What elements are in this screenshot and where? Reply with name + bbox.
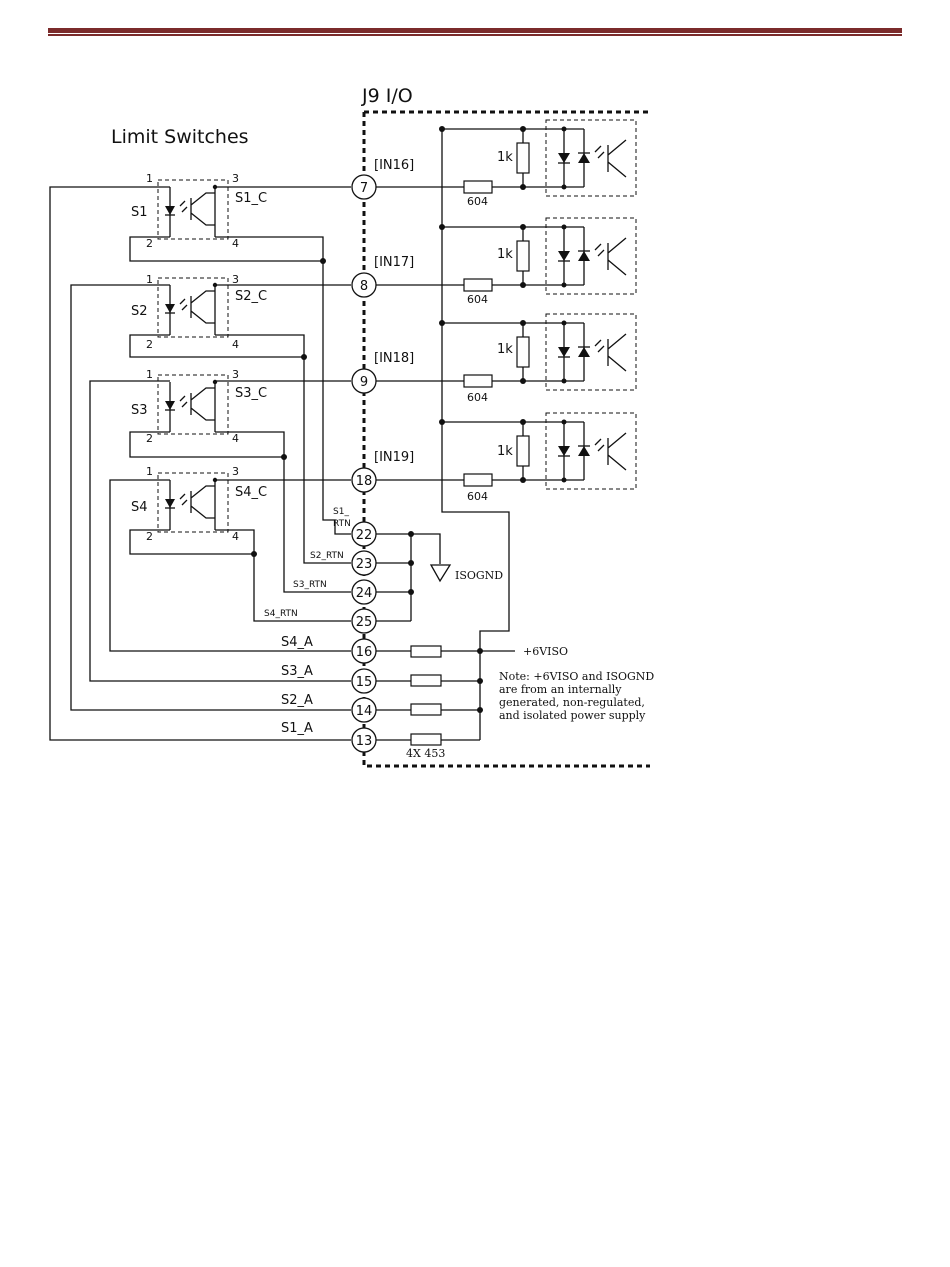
svg-text:1: 1 (146, 273, 153, 286)
svg-text:13: 13 (356, 734, 373, 749)
note-line-3: generated, non-regulated, (499, 696, 645, 709)
series-label: 604 (467, 490, 488, 503)
switch-name: S1 (131, 205, 148, 220)
switch-s3: 1 3 2 4 S3 S3_C (131, 368, 267, 445)
svg-text:4: 4 (232, 432, 239, 445)
input-tag: [IN16] (374, 158, 414, 173)
svg-text:1: 1 (146, 465, 153, 478)
pullup-label: 1k (497, 342, 513, 357)
pin-22: 22 (351, 521, 377, 547)
svg-text:7: 7 (360, 181, 368, 196)
pin-8: 8 (351, 272, 377, 298)
resistor-array-label: 4X 453 (406, 747, 445, 760)
svg-text:14: 14 (356, 704, 373, 719)
note-line-1: Note: +6VISO and ISOGND (499, 670, 654, 683)
series-label: 604 (467, 195, 488, 208)
switch-collector-label: S4_C (235, 485, 267, 500)
series-label: 604 (467, 391, 488, 404)
input-circuit-in19: [IN19] 1k 604 (374, 412, 637, 503)
svg-text:24: 24 (356, 586, 373, 601)
anode-label-s3: S3_A (281, 664, 313, 679)
svg-text:2: 2 (146, 530, 153, 543)
switch-name: S4 (131, 500, 148, 515)
pin-24: 24 (351, 579, 377, 605)
return-label-s4: S4_RTN (264, 609, 298, 619)
svg-text:15: 15 (356, 675, 373, 690)
svg-text:2: 2 (146, 338, 153, 351)
svg-text:3: 3 (232, 172, 239, 185)
header-rule-thick (48, 28, 902, 33)
pin-15: 15 (351, 668, 377, 694)
svg-text:2: 2 (146, 237, 153, 250)
return-label-s2: S2_RTN (310, 551, 344, 561)
svg-text:2: 2 (146, 432, 153, 445)
svg-text:3: 3 (232, 273, 239, 286)
pullup-label: 1k (497, 444, 513, 459)
input-tag: [IN17] (374, 255, 414, 270)
pin-7: 7 (351, 174, 377, 200)
pullup-label: 1k (497, 150, 513, 165)
svg-text:4: 4 (232, 338, 239, 351)
switch-s4: 1 3 2 4 S4 S4_C (131, 465, 267, 543)
connector-boundary (362, 110, 650, 768)
ground-symbol (429, 564, 452, 583)
pin-16: 16 (351, 638, 377, 664)
svg-text:4: 4 (232, 530, 239, 543)
anode-label-s1: S1_A (281, 721, 313, 736)
header-rule-thin (48, 34, 902, 36)
ground-label: ISOGND (455, 569, 503, 582)
pin-25: 25 (351, 608, 377, 634)
input-tag: [IN19] (374, 450, 414, 465)
svg-text:8: 8 (360, 279, 368, 294)
anode-label-s2: S2_A (281, 693, 313, 708)
pin-23: 23 (351, 550, 377, 576)
svg-text:22: 22 (356, 528, 373, 543)
input-circuit-in17: [IN17] 1k 604 (374, 217, 637, 306)
switch-name: S3 (131, 403, 148, 418)
return-label-s1-line2: RTN (333, 519, 351, 529)
switch-name: S2 (131, 304, 148, 319)
switch-s2: 1 3 2 4 S2 S2_C (131, 273, 267, 351)
svg-text:25: 25 (356, 615, 373, 630)
section-title: Limit Switches (111, 126, 249, 148)
pullup-label: 1k (497, 247, 513, 262)
switch-collector-label: S2_C (235, 289, 267, 304)
connector-title: J9 I/O (361, 85, 413, 107)
svg-text:4: 4 (232, 237, 239, 250)
input-tag: [IN18] (374, 351, 414, 366)
pin-18: 18 (351, 467, 377, 493)
supply-bus (441, 129, 510, 740)
note-line-4: and isolated power supply (499, 709, 646, 722)
input-circuit-in18: [IN18] 1k 604 (374, 313, 637, 404)
pin-14: 14 (351, 697, 377, 723)
input-circuit-in16: [IN16] 1k 604 (374, 119, 637, 208)
switch-collector-label: S1_C (235, 191, 267, 206)
svg-text:1: 1 (146, 368, 153, 381)
svg-text:1: 1 (146, 172, 153, 185)
svg-text:18: 18 (356, 474, 373, 489)
svg-text:16: 16 (356, 645, 373, 660)
anode-label-s4: S4_A (281, 635, 313, 650)
pin-13: 13 (351, 727, 377, 753)
return-label-s3: S3_RTN (293, 580, 327, 590)
return-label-s1: S1_ (333, 507, 349, 517)
note-line-2: are from an internally (499, 683, 622, 696)
switch-collector-label: S3_C (235, 386, 267, 401)
svg-text:3: 3 (232, 465, 239, 478)
supply-label: +6VISO (523, 645, 568, 658)
series-label: 604 (467, 293, 488, 306)
pin-9: 9 (351, 368, 377, 394)
svg-text:3: 3 (232, 368, 239, 381)
svg-text:9: 9 (360, 375, 368, 390)
svg-text:23: 23 (356, 557, 373, 572)
switch-s1: 1 3 2 4 S1 S1_C (131, 172, 267, 250)
